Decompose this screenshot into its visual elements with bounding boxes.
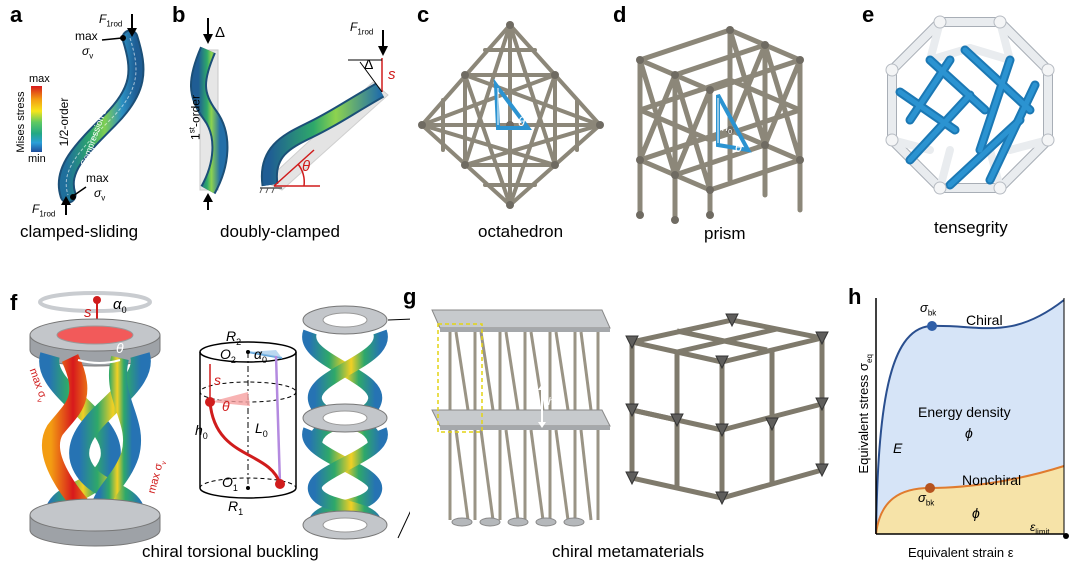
- E-label: E: [893, 440, 903, 456]
- max-point-top: [120, 35, 126, 41]
- O2-label: O2: [220, 346, 236, 365]
- h0-label-c: h0: [484, 110, 495, 125]
- panel-b-graphic: [190, 18, 389, 210]
- panel-e-graphic: [885, 15, 1055, 195]
- highlight-octahedron: [493, 78, 532, 130]
- prism-nodes: [636, 26, 804, 224]
- caption-b: doubly-clamped: [220, 222, 341, 241]
- theta-label-b: θ: [302, 158, 311, 175]
- panel-g-graphic: [431, 309, 829, 527]
- arrow-b-bottom: [203, 193, 213, 202]
- helix-2: [69, 352, 151, 522]
- force-top-label: F1rod: [99, 12, 123, 29]
- h0-label-d: h0: [722, 122, 733, 137]
- panel-a-label: a: [10, 2, 23, 27]
- top-ring-ghost: [38, 291, 152, 313]
- panel-a-graphic: [31, 14, 145, 215]
- panel-c-graphic: [418, 21, 604, 209]
- theta-label-f: θ: [116, 340, 124, 356]
- max-point-bottom: [70, 194, 76, 200]
- phi-lower-label: ϕ: [972, 505, 980, 521]
- sigma-bk-upper-point: [927, 321, 937, 331]
- colorbar: [31, 86, 42, 152]
- schematic-cylinder: [199, 341, 297, 499]
- panel-h-chart: [875, 298, 1069, 539]
- O1-label: O1: [222, 474, 238, 493]
- h0-label-g: h0: [548, 396, 559, 411]
- delta-label-b: Δ: [364, 56, 374, 72]
- energy-density-label: Energy density: [918, 404, 1011, 420]
- prism-lattice: [637, 27, 803, 223]
- caption-c: octahedron: [478, 222, 564, 241]
- eps-limit-point: [1063, 533, 1069, 539]
- panel-f-graphic: [29, 291, 410, 547]
- theta-inner-label: θ: [222, 398, 230, 414]
- caption-d: prism: [704, 224, 746, 243]
- arrow-b-top: [203, 34, 213, 44]
- stacked-block: [431, 309, 611, 527]
- nonchiral-area: [876, 466, 1064, 534]
- chiral-label: Chiral: [966, 312, 1003, 328]
- rod-b1: [192, 47, 227, 194]
- panel-e-label: e: [862, 2, 875, 27]
- cubic-lattice: [625, 313, 829, 506]
- h0-label-f: h0: [195, 422, 208, 441]
- L0-label: L0: [255, 420, 268, 439]
- s-inner-label: s: [214, 372, 221, 388]
- caption-e: tensegrity: [934, 218, 1008, 237]
- order-label-b: 1st-order: [187, 95, 203, 140]
- panel-b-label: b: [172, 2, 186, 27]
- panel-d-label: d: [613, 2, 627, 27]
- sigma-top-label: σv: [82, 44, 94, 61]
- panel-d-graphic: [636, 26, 804, 224]
- buckled-helix-model: [302, 305, 388, 540]
- chiral-area: [876, 300, 1064, 534]
- colorbar-title: Mises stress: [15, 91, 27, 153]
- theta-arrow-f: [77, 359, 121, 364]
- s-label-f: s: [84, 304, 92, 321]
- tensegrity-nodes: [885, 15, 1055, 195]
- colorbar-min-label: min: [28, 153, 46, 165]
- force-bottom-label: F1rod: [32, 202, 56, 219]
- R2-label: R2: [226, 328, 242, 347]
- top-point-f: [93, 296, 101, 304]
- phi-upper-label: ϕ: [965, 425, 973, 441]
- alpha-label-f: α0: [113, 296, 127, 315]
- chiral-curve: [875, 299, 1065, 535]
- theta-label-c: θ: [518, 114, 526, 129]
- caption-g: chiral metamaterials: [552, 542, 705, 561]
- max-bottom-label: max: [86, 171, 109, 185]
- max-top-label: max: [75, 29, 98, 43]
- panel-c-label: c: [417, 2, 430, 27]
- theta-arc-b: [297, 163, 305, 187]
- arrow-b-right: [378, 46, 388, 56]
- a0-label: α0: [254, 346, 267, 365]
- theta-label-d: θ: [735, 140, 743, 155]
- sigma-bk-lower-label: σbk: [918, 490, 935, 508]
- colorbar-max-label: max: [29, 73, 50, 85]
- panel-g-label: g: [403, 284, 417, 309]
- panel-h-label: h: [848, 284, 862, 309]
- helix-3: [42, 354, 102, 527]
- panel-f-label: f: [10, 290, 18, 315]
- octahedron-nodes: [418, 21, 604, 209]
- unit-cell-highlight: [437, 323, 483, 433]
- s-label-b: s: [388, 66, 396, 83]
- caption-f: chiral torsional buckling: [142, 542, 319, 561]
- octahedron-lattice: [419, 21, 603, 208]
- nonchiral-label: Nonchiral: [962, 472, 1022, 488]
- sigma-bk-lower-point: [925, 483, 935, 493]
- y-axis-label: Equivalent stress σeq: [856, 354, 874, 474]
- caption-a: clamped-sliding: [20, 222, 139, 241]
- x-axis-label: Equivalent strain ε: [908, 545, 1014, 560]
- force-label-b: F1rod: [350, 20, 374, 37]
- eps-limit-label: εlimit: [1030, 520, 1050, 537]
- rod-b2: [262, 84, 384, 186]
- R1-label: R1: [228, 498, 244, 517]
- order-label-a: 1/2-order: [57, 97, 71, 147]
- sigma-bk-upper-label: σbk: [920, 300, 937, 318]
- delta-top-b: Δ: [215, 24, 226, 41]
- sigma-bottom-label: σv: [94, 186, 106, 203]
